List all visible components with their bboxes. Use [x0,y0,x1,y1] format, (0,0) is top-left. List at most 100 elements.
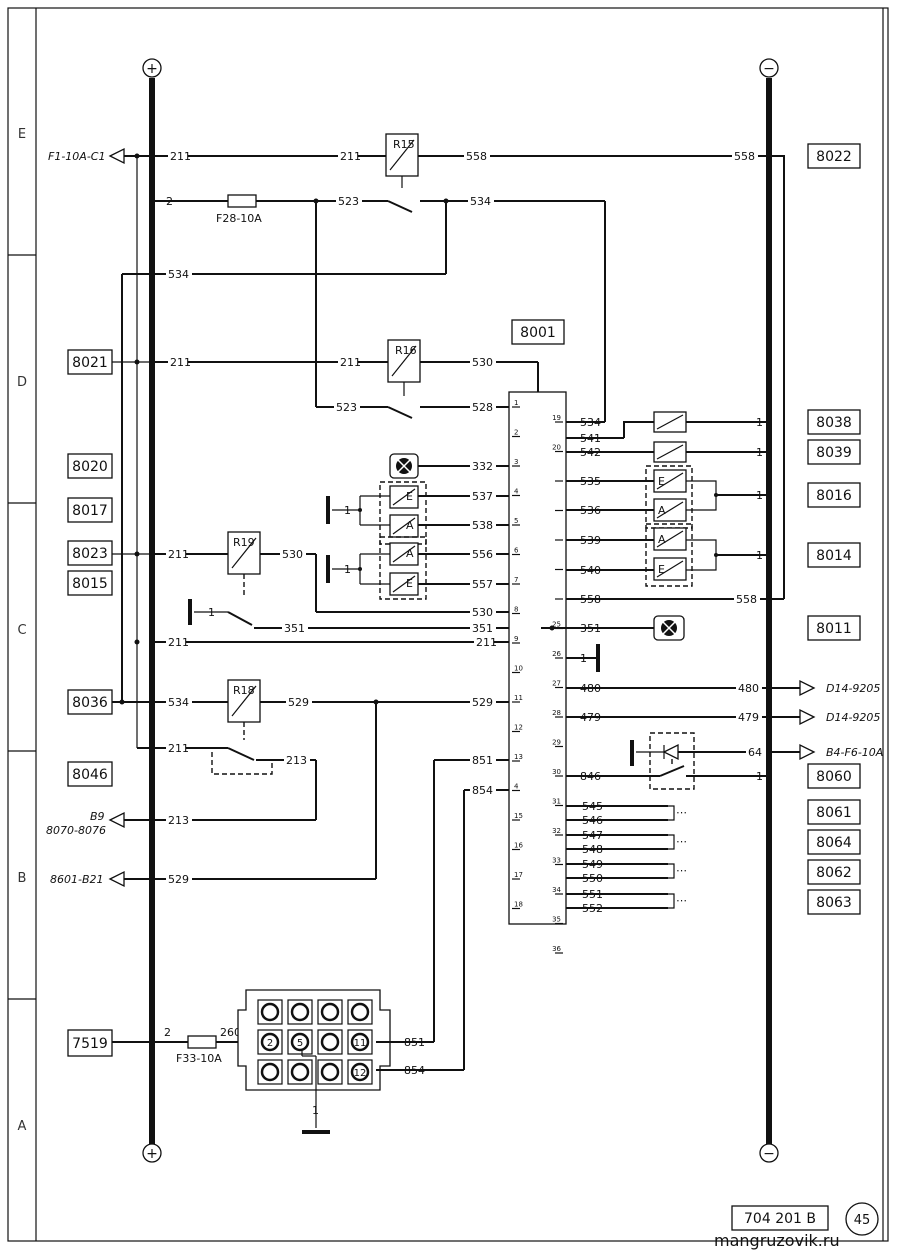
box-8017[interactable]: 8017 [67,497,113,523]
wire-523-label-a: 523 [338,195,359,208]
wire-332-label: 332 [472,460,493,473]
box-8001[interactable]: 8001 [511,319,565,345]
box-8062[interactable]: 8062 [807,859,861,885]
wire-1-label-542: 1 [756,446,763,459]
positive-rail: + + [142,58,162,1163]
wire-548-label: 548 [582,843,603,856]
box-8036[interactable]: 8036 [67,689,113,715]
valve-a-label-4: A [658,533,666,546]
box-8016[interactable]: 8016 [807,482,861,508]
wire-535-label: 535 [580,475,601,488]
fuse-f33-label: F33-10A [176,1052,222,1065]
box-8036-label: 8036 [72,695,108,711]
pin-left-number: 4 [514,488,519,496]
pin-left-number: 1 [514,399,518,407]
wire-64-label: 64 [748,746,762,759]
fuse-f28: F28-10A [216,194,262,225]
box-8020[interactable]: 8020 [67,453,113,479]
box-8021[interactable]: 8021 [67,349,113,375]
wire-851-label-a: 851 [472,754,493,767]
box-8063[interactable]: 8063 [807,889,861,915]
box-8001-label: 8001 [520,325,556,341]
wire-854-label-a: 854 [472,784,493,797]
wire-851-label-b: 851 [404,1036,425,1049]
pair-551-552: ⋯ [566,893,687,909]
pin-left-number: 5 [514,517,518,525]
wire-846-label: 846 [580,770,601,783]
page-number-label: 45 [854,1213,871,1228]
box-8039-label: 8039 [816,445,852,461]
wire-534-label-a: 534 [470,195,491,208]
negative-rail: − − [759,58,779,1163]
b8601-label: 8601-B21 [50,873,104,886]
wire-552-label: 552 [582,902,603,915]
wire-550-label: 550 [582,872,603,885]
wire-2-label-a: 2 [166,195,173,208]
zone-label-a: A [18,1119,27,1134]
box-8023[interactable]: 8023 [67,540,113,566]
wire-260-label: 260 [220,1026,241,1039]
zone-label-c: C [17,623,26,638]
wire-545-label: 545 [582,800,603,813]
box-8016-label: 8016 [816,488,852,504]
zone-label-b: B [18,871,27,886]
positive-rail-bottom-symbol: + [146,1146,158,1162]
wire-537-label: 537 [472,490,493,503]
wire-211-label-e: 211 [168,548,189,561]
wire-549-label: 549 [582,858,603,871]
zone-label-d: D [17,375,27,390]
wire-523-label-b: 523 [336,401,357,414]
valve-group-right-upper: E A [645,465,693,529]
pin-left-number: 10 [514,665,523,673]
box-8038[interactable]: 8038 [807,409,861,435]
wire-534-label-b: 534 [168,268,189,281]
b9-label-2: 8070-8076 [46,824,106,837]
box-8060[interactable]: 8060 [807,763,861,789]
b9-label-1: B9 [90,810,105,823]
box-8063-label: 8063 [816,895,852,911]
pin-right-number: 36 [552,945,561,953]
connector-7519-pin-number: 2 [267,1038,273,1049]
wire-211-label-h: 211 [168,742,189,755]
wire-558-label-d: 558 [736,593,757,606]
d14-arrow-a: D14-9205 [799,679,880,697]
box-8064[interactable]: 8064 [807,829,861,855]
box-8022-label: 8022 [816,149,852,165]
connector-7519-pin-number: 11 [354,1038,367,1049]
pin-right-number: 35 [552,916,561,924]
box-8046[interactable]: 8046 [67,761,113,787]
connector-7519-pin [320,1032,340,1052]
box-8015[interactable]: 8015 [67,570,113,596]
page-number: 45 [845,1202,879,1236]
box-7519[interactable]: 7519 [67,1029,113,1057]
pin-left-number: 11 [514,694,523,702]
wire-536-label: 536 [580,504,601,517]
wire-530-label-c: 530 [472,606,493,619]
relay-r15-label: R15 [393,138,415,151]
box-8061[interactable]: 8061 [807,799,861,825]
box-8046-label: 8046 [72,767,108,783]
box-8062-label: 8062 [816,865,852,881]
relay-r18-label: R18 [233,684,255,697]
box-8039[interactable]: 8039 [807,439,861,465]
b4-arrow: B4-F6-10A [799,743,883,761]
valve-a-label-1: A [406,519,414,532]
box-8011[interactable]: 8011 [807,615,861,641]
connector-7519-pin-number: 12 [354,1068,367,1079]
wire-529-label-c: 529 [168,873,189,886]
lamp-332 [389,453,419,479]
wire-213-label-b: 213 [168,814,189,827]
box-8014[interactable]: 8014 [807,542,861,568]
pin-left-number: 17 [514,871,523,879]
wire-534-label-d: 534 [580,416,601,429]
wire-211-label-g: 211 [476,636,497,649]
relay-r18: R18 [227,679,261,723]
pin-left-number: 3 [514,458,518,466]
pin-right-number: 26 [552,650,561,658]
wire-351-label-b: 351 [472,622,493,635]
pin-right-number: 33 [552,857,561,865]
d14-arrow-b: D14-9205 [799,708,880,726]
d14-label-b: D14-9205 [826,711,880,724]
box-8022[interactable]: 8022 [807,143,861,169]
